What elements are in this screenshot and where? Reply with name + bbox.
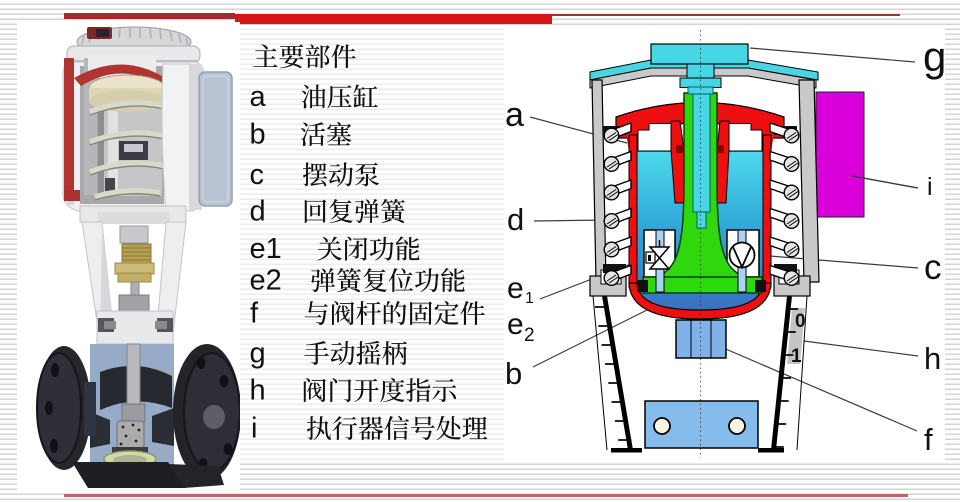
- svg-text:e1: e1: [250, 233, 282, 265]
- svg-text:e: e: [507, 272, 524, 305]
- svg-text:g: g: [250, 338, 266, 370]
- svg-text:c: c: [250, 159, 265, 191]
- svg-text:d: d: [250, 196, 266, 228]
- svg-text:b: b: [505, 356, 522, 391]
- svg-text:e2: e2: [250, 265, 282, 297]
- svg-text:h: h: [924, 341, 941, 376]
- svg-text:i: i: [927, 173, 933, 201]
- svg-text:0: 0: [795, 311, 806, 332]
- svg-text:c: c: [924, 248, 942, 287]
- svg-text:1: 1: [791, 346, 802, 367]
- svg-text:e: e: [507, 308, 524, 341]
- svg-text:f: f: [924, 422, 933, 457]
- svg-text:d: d: [507, 202, 524, 237]
- svg-text:i: i: [251, 413, 257, 445]
- svg-text:f: f: [250, 298, 259, 330]
- svg-text:a: a: [505, 96, 524, 134]
- svg-text:2: 2: [524, 325, 535, 346]
- svg-text:1: 1: [525, 290, 534, 307]
- svg-text:a: a: [250, 81, 267, 113]
- svg-text:b: b: [250, 119, 266, 151]
- svg-text:g: g: [923, 33, 945, 80]
- svg-text:h: h: [250, 375, 266, 407]
